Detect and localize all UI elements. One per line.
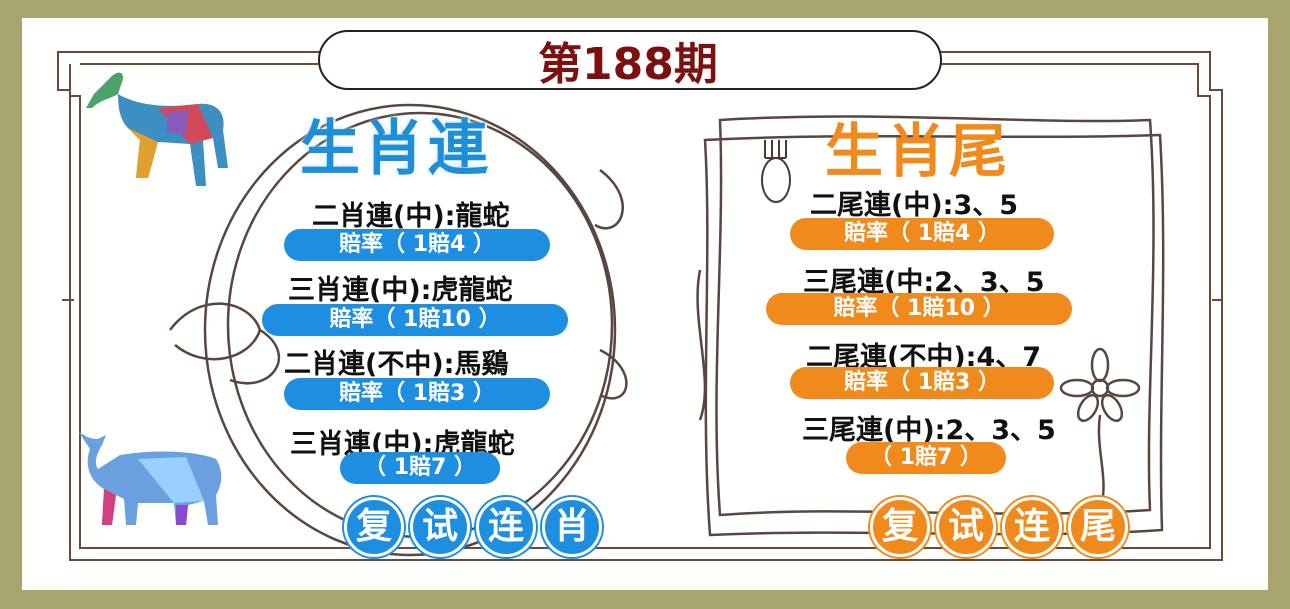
left-row-3-odds: 賠率（ 1賠3 ） <box>284 378 550 410</box>
right-row-1-odds: 賠率（ 1賠4 ） <box>790 218 1054 250</box>
left-row-1-odds: 賠率（ 1賠4 ） <box>284 229 550 261</box>
left-row-3-text: 二肖連(不中):馬鷄 <box>284 349 509 380</box>
right-row-2-text: 三尾連(中:2、3、5 <box>803 267 1045 298</box>
right-heading: 生肖尾 <box>825 117 1012 185</box>
right-footer-char-3: 连 <box>1002 497 1062 557</box>
left-footer-char-4: 肖 <box>542 497 602 557</box>
left-footer-char-3: 连 <box>476 497 536 557</box>
ox-icon <box>78 431 222 525</box>
right-row-3-odds: 賠率（ 1賠3 ） <box>790 367 1054 399</box>
goat-icon <box>86 72 228 186</box>
issue-title: 第188期 <box>538 39 718 90</box>
left-footer-char-2: 试 <box>410 497 470 557</box>
title-pill <box>318 30 942 90</box>
right-row-4-text: 三尾連(中):2、3、5 <box>802 415 1056 446</box>
right-footer-char-1: 复 <box>870 497 930 557</box>
left-row-2-odds: 賠率（ 1賠10 ） <box>262 304 568 336</box>
left-footer-char-1: 复 <box>344 497 404 557</box>
left-row-4-odds: （ 1賠7 ） <box>340 452 500 484</box>
right-row-2-odds: 賠率（ 1賠10 ） <box>766 293 1072 325</box>
left-row-2-text: 三肖連(中):虎龍蛇 <box>288 275 513 306</box>
right-footer-char-4: 尾 <box>1068 497 1128 557</box>
right-row-4-odds: （ 1賠7 ） <box>846 442 1006 474</box>
right-row-1-text: 二尾連(中):3、5 <box>810 190 1019 221</box>
left-heading: 生肖連 <box>300 114 492 184</box>
right-footer: 复 试 连 尾 <box>870 497 1128 557</box>
left-footer: 复 试 连 肖 <box>344 497 602 557</box>
right-footer-char-2: 试 <box>936 497 996 557</box>
left-row-1-text: 二肖連(中):龍蛇 <box>312 201 510 232</box>
